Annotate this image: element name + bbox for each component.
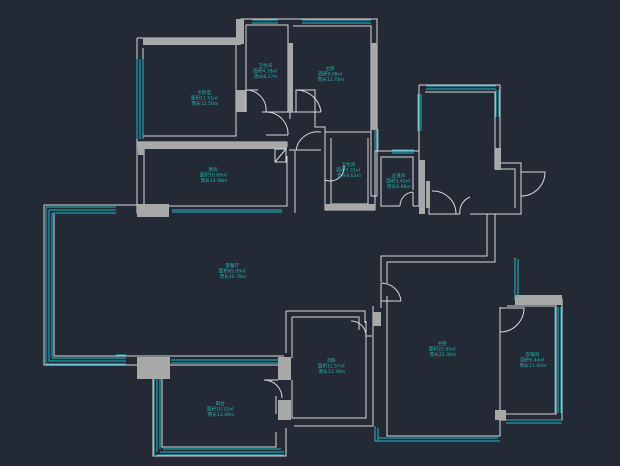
room-label-bedroom-center: 次卧 面积11.57㎡ 周长13.39m [318,357,346,375]
windows [45,19,562,456]
room-label-kitchen: 厨房 面积10.09㎡ 周长14.98m [200,166,228,184]
room-label-living-dining: 客餐厅 面积45.09㎡ 周长30.78m [219,262,247,280]
doors [245,89,546,399]
room-label-bath-top-left: 卫生间 面积4.78㎡ 周长8.17m [253,62,278,80]
solid-walls [137,19,562,420]
room-label-bath-center: 卫生间 面积4.31㎡ 周长8.63m [336,161,361,179]
room-labels: 大卧室 面积11.51㎡ 周长12.50m 卫生间 面积4.78㎡ 周长8.17… [191,62,547,418]
room-label-corridor: 过道间 面积3.45㎡ 周长8.98m [386,172,411,190]
room-label-master-bedroom: 大卧室 面积11.51㎡ 周长12.50m [191,89,219,107]
room-label-top-mid: 主卧 面积9.08㎡ 周长12.74m [318,65,345,83]
room-label-master-suite: 主卧 面积22.00㎡ 周长22.30m [429,340,457,358]
room-label-balcony: 阳台 面积10.52㎡ 周长13.46m [207,400,235,418]
walls [43,18,563,457]
room-label-right: 衣帽间 面积6.44㎡ 周长11.40m [520,351,547,369]
